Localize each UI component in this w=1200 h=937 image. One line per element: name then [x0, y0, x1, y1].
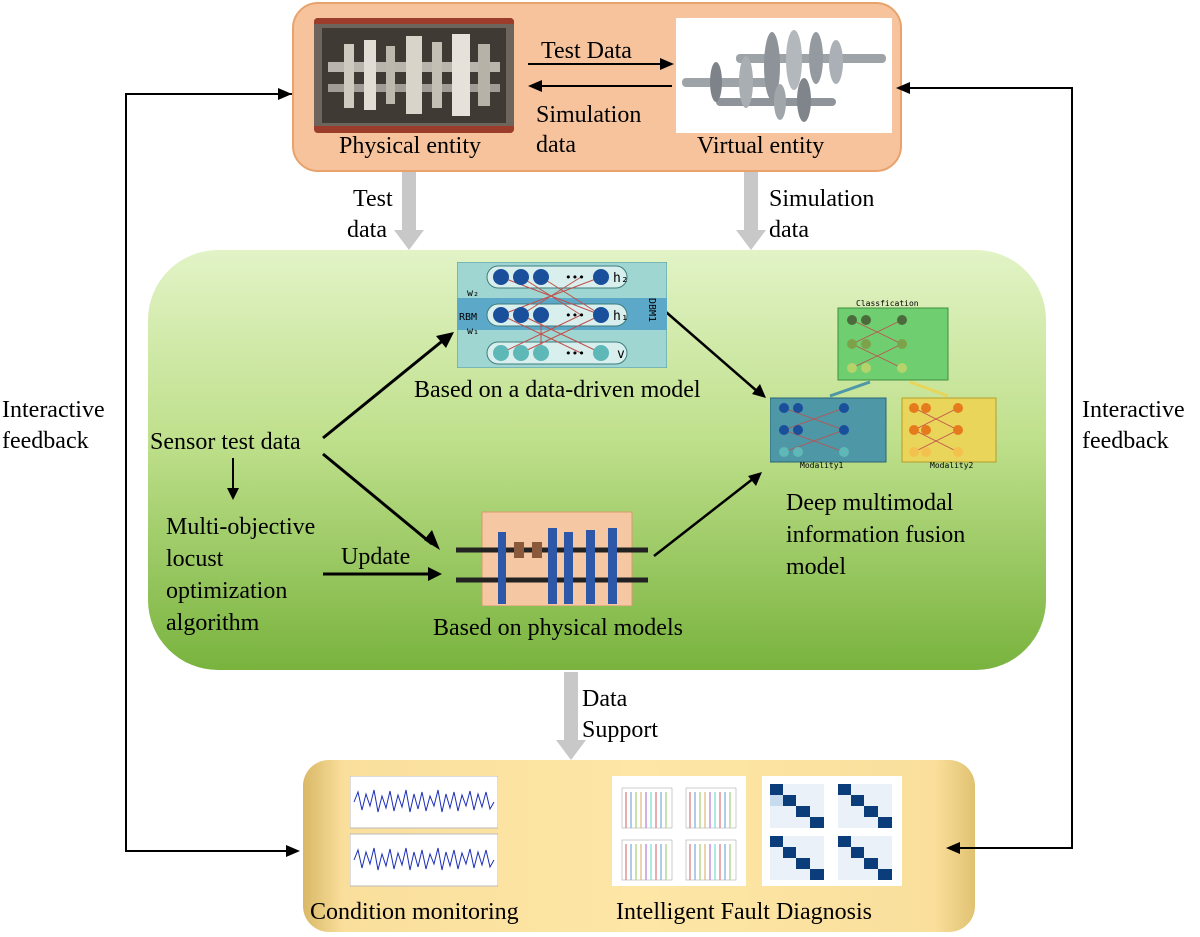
w2-label: w₂	[467, 288, 479, 299]
algorithm-label-line2: locust	[166, 546, 224, 572]
rbm-label: RBM	[459, 312, 477, 323]
simulation-label-line1: Simulation	[536, 102, 642, 128]
test-data-label: Test Data	[541, 38, 632, 64]
condition-monitoring-signals	[350, 776, 498, 887]
data-driven-caption: Based on a data-driven model	[414, 377, 701, 403]
dbm-network-diagram: ••• ••• ••• h₂ h₁ v w₂ w₁ RBM DBM1	[457, 262, 667, 368]
diagnosis-confusion-matrices	[762, 776, 902, 886]
physical-gearbox-photo	[314, 18, 514, 133]
v-label: v	[617, 347, 625, 362]
h1-label: h₁	[613, 309, 629, 324]
modality2-label: Modality2	[930, 461, 974, 470]
algorithm-label-line1: Multi-objective	[166, 514, 316, 540]
algorithm-label-line3: optimization	[166, 578, 288, 604]
diagnosis-bar-charts	[612, 776, 746, 886]
physical-entity-label: Physical entity	[339, 133, 481, 159]
simulation-data-flow-line2: data	[769, 217, 809, 243]
update-label: Update	[341, 544, 411, 570]
simulation-label-line2: data	[536, 132, 576, 158]
data-support-line2: Support	[582, 717, 659, 743]
classification-label: Classfication	[856, 299, 919, 308]
dots-mid: •••	[565, 309, 585, 322]
entity-exchange-arrows	[528, 58, 674, 92]
data-support-line1: Data	[582, 686, 628, 712]
h2-label: h₂	[613, 271, 629, 286]
interactive-feedback-right-line1: Interactive	[1082, 397, 1185, 423]
test-data-flow-line1: Test	[353, 186, 393, 212]
fusion-label-line1: Deep multimodal	[786, 490, 954, 516]
dbm1-label: DBM1	[646, 298, 657, 322]
interactive-feedback-left-line2: feedback	[2, 428, 89, 454]
test-data-flow-line2: data	[347, 217, 387, 243]
modality1-label: Modality1	[800, 461, 844, 470]
physical-models-caption: Based on physical models	[433, 615, 683, 641]
w1-label: w₁	[467, 326, 479, 337]
simulation-data-flow-line1: Simulation	[769, 186, 875, 212]
algorithm-label-line4: algorithm	[166, 610, 260, 636]
sensor-test-data-label: Sensor test data	[150, 429, 301, 455]
fusion-label-line3: model	[786, 554, 846, 580]
fusion-label-line2: information fusion	[786, 522, 966, 548]
virtual-gearbox-model	[676, 18, 892, 133]
dots-top: •••	[565, 271, 585, 284]
virtual-entity-label: Virtual entity	[697, 133, 825, 159]
interactive-feedback-right-line2: feedback	[1082, 428, 1169, 454]
intelligent-fault-diagnosis-label: Intelligent Fault Diagnosis	[616, 899, 872, 925]
physical-gear-model	[456, 511, 648, 606]
condition-monitoring-label: Condition monitoring	[310, 899, 519, 925]
interactive-feedback-left-line1: Interactive	[2, 397, 105, 423]
dots-bottom: •••	[565, 347, 585, 360]
multimodal-fusion-diagram: Classfication Modality1 Modality2	[770, 299, 997, 470]
